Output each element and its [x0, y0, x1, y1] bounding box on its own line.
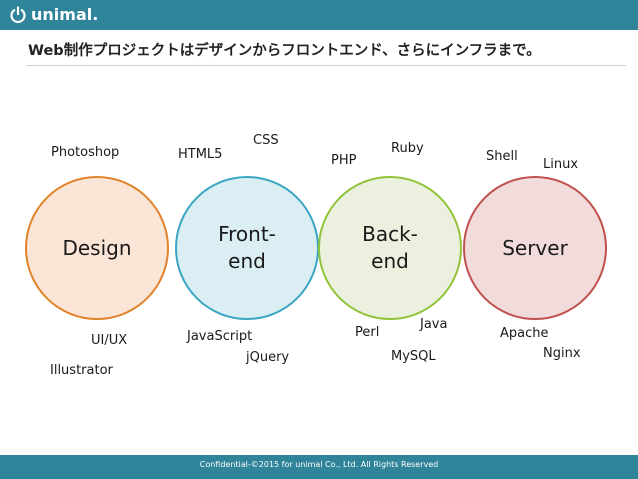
slide-title: Web制作プロジェクトはデザインからフロントエンド、さらにインフラまで。 [28, 43, 541, 59]
design-circle: Design [25, 176, 169, 320]
tag-javascript: JavaScript [187, 329, 253, 344]
frontend-circle: Front- end [175, 176, 319, 320]
tag-ruby: Ruby [391, 141, 424, 156]
tag-uiux: UI/UX [91, 333, 128, 348]
tag-perl: Perl [355, 325, 380, 340]
logo-text: unimal. [31, 5, 99, 24]
header-bar: unimal. [0, 0, 638, 30]
tag-php: PHP [331, 153, 357, 168]
power-icon [10, 6, 26, 24]
tag-illustrator: Illustrator [50, 363, 113, 378]
design-label: Design [62, 235, 132, 260]
tag-apache: Apache [500, 326, 549, 341]
title-divider [26, 65, 626, 66]
copyright-text: Confidential-©2015 for unimal Co., Ltd. … [199, 460, 439, 469]
server-circle: Server [463, 176, 607, 320]
tag-html5: HTML5 [178, 147, 223, 162]
server-label: Server [502, 235, 568, 260]
backend-circle: Back- end [318, 176, 462, 320]
tag-mysql: MySQL [391, 349, 436, 364]
tag-nginx: Nginx [543, 346, 581, 361]
tag-photoshop: Photoshop [51, 145, 120, 160]
frontend-label: Front- end [218, 222, 276, 273]
tag-css: CSS [253, 133, 279, 148]
footer-bar: Confidential-©2015 for unimal Co., Ltd. … [0, 455, 638, 479]
company-logo: unimal. [9, 4, 98, 26]
backend-label: Back- end [362, 222, 418, 273]
tag-java: Java [420, 317, 448, 332]
tag-linux: Linux [543, 157, 579, 172]
tag-shell: Shell [486, 149, 518, 164]
tag-jquery: jQuery [246, 350, 290, 365]
